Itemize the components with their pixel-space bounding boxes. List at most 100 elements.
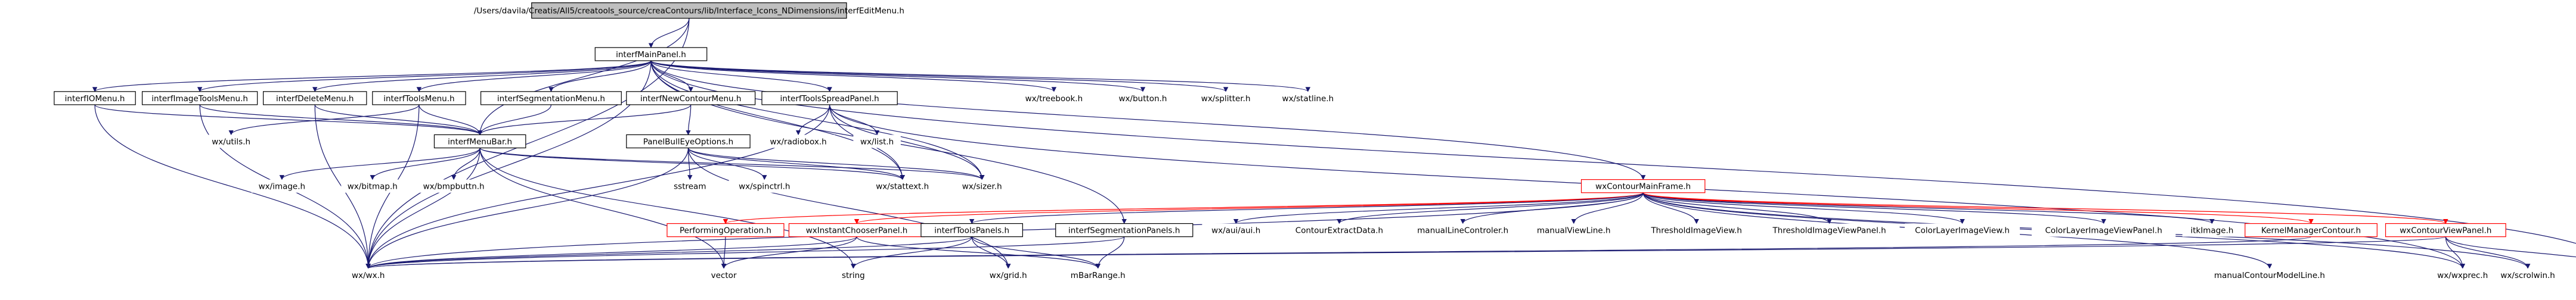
node-wxInstantChooserPanel[interactable]: wxInstantChooserPanel.h (788, 223, 925, 238)
edge-interfMainPanel-to-wxsizer (650, 60, 985, 180)
node-wxstatline: wx/statline.h (1274, 91, 1342, 105)
node-wxsizer: wx/sizer.h (951, 179, 1013, 193)
node-vector: vector (700, 268, 748, 282)
node-box (1640, 223, 1753, 237)
node-box (2199, 268, 2340, 282)
edge-interfMenuBar-to-wxstattext (479, 147, 905, 180)
edge-wxContourMainFrame-to-ColorLayerImageView (1642, 192, 1965, 224)
node-ThresholdImageView: ThresholdImageView.h (1640, 223, 1753, 237)
node-box (951, 179, 1013, 193)
node-wxutils: wx/utils.h (201, 135, 261, 148)
node-interfMainPanel[interactable]: interfMainPanel.h (594, 47, 708, 61)
node-label: KernelManagerContour.h (2261, 226, 2361, 236)
edge-interfToolsPanels-to-mBarRange (971, 236, 1101, 269)
node-box (2428, 268, 2497, 282)
edge-PanelBullEyeOptions-to-wxstattext (687, 148, 905, 180)
edge-wxContourMainFrame-to-wxauiaui (1233, 192, 1644, 224)
node-PanelBullEyeOptions[interactable]: PanelBullEyeOptions.h (626, 134, 751, 149)
edge-interfMenuBar-to-wximage (279, 148, 481, 180)
node-wxspinctrl: wx/spinctrl.h (729, 179, 800, 193)
edge-interfMainPanel-to-wxsplitter (650, 60, 1229, 92)
edge-interfToolsPanels-to-wxwx (365, 236, 972, 269)
node-box (667, 223, 785, 238)
node-label: wx/bmpbuttn.h (423, 182, 485, 192)
node-label: interfSegmentationPanels.h (1068, 226, 1180, 236)
node-box (1759, 223, 1900, 237)
node-wxwx: wx/wx.h (341, 268, 396, 282)
node-box (594, 47, 708, 61)
node-box (700, 268, 748, 282)
node-box (626, 134, 751, 149)
node-box (433, 134, 526, 149)
edge-interfMainPanel-to-wxbutton (650, 60, 1145, 92)
node-box (1055, 223, 1194, 238)
node-wxContourMainFrame[interactable]: wxContourMainFrame.h (1580, 179, 1706, 193)
node-wxContourViewPanel[interactable]: wxContourViewPanel.h (2385, 223, 2506, 238)
edge-wxContourMainFrame-to-itkImage (1642, 192, 2215, 224)
node-label: wx/utils.h (212, 137, 250, 146)
node-interfImageToolsMenu[interactable]: interfImageToolsMenu.h (141, 91, 258, 105)
node-label: ColorLayerImageView.h (1915, 226, 2010, 236)
node-box (341, 179, 404, 193)
edge-interfMainPanel-to-interfSegmentationMenu (548, 60, 652, 92)
node-manualLineControler: manualLineControler.h (1405, 223, 1521, 237)
node-box (829, 268, 878, 282)
node-box (480, 91, 622, 105)
edge-wxContourMainFrame-to-KernelManagerContour (1642, 192, 2314, 224)
node-manualContourModelLine: manualContourModelLine.h (2199, 268, 2340, 282)
node-box (54, 91, 136, 105)
node-ColorLayerImageViewPanel: ColorLayerImageViewPanel.h (2032, 223, 2176, 237)
node-label: manualViewLine.h (1537, 226, 1611, 236)
node-box (416, 179, 492, 193)
node-label: interfSegmentationMenu.h (497, 94, 605, 104)
node-box (729, 179, 800, 193)
node-interfToolsPanels[interactable]: interfToolsPanels.h (920, 223, 1023, 238)
node-label: ContourExtractData.h (1295, 226, 1383, 236)
node-root[interactable]: /Users/davila/Creatis/All5/creatools_sou… (474, 2, 904, 19)
node-label: interfToolsSpreadPanel.h (780, 94, 879, 104)
edge-wxContourMainFrame-to-wxInstantChooserPanel (854, 192, 1644, 224)
edge-interfNewContourMenu-to-PanelBullEyeOptions (686, 104, 692, 136)
node-box (1109, 91, 1177, 105)
node-box (2245, 223, 2377, 238)
node-wxlist: wx/list.h (853, 135, 901, 148)
node-box (251, 179, 312, 193)
node-box (866, 179, 939, 193)
edge-wxContourMainFrame-to-ColorLayerImageViewPanel (1642, 192, 2106, 224)
edge-interfMenuBar-to-wxbmpbuttn (451, 148, 481, 180)
node-box (2385, 223, 2506, 238)
edge-interfMainPanel-to-wxstatline (650, 60, 1310, 92)
node-interfNewContourMenu[interactable]: interfNewContourMenu.h (626, 91, 756, 105)
node-label: wx/bitmap.h (348, 182, 398, 192)
node-label: interfIOMenu.h (65, 94, 125, 104)
edge-interfMainPanel-to-vtkImageData (650, 60, 2576, 244)
node-interfToolsSpreadPanel[interactable]: interfToolsSpreadPanel.h (761, 91, 898, 105)
node-wxradiobox: wx/radiobox.h (762, 135, 835, 148)
node-label: itkImage.h (2190, 226, 2233, 236)
node-interfDeleteMenu[interactable]: interfDeleteMenu.h (263, 91, 367, 105)
node-box (531, 2, 847, 19)
node-interfToolsMenu[interactable]: interfToolsMenu.h (372, 91, 466, 105)
edge-interfToolsSpreadPanel-to-wxsizer (829, 104, 985, 180)
node-label: wx/wxprec.h (2437, 271, 2488, 280)
node-interfIOMenu[interactable]: interfIOMenu.h (54, 91, 136, 105)
node-sstream: sstream (666, 179, 714, 193)
node-box (2573, 268, 2576, 282)
node-interfSegmentationPanels[interactable]: interfSegmentationPanels.h (1055, 223, 1194, 238)
node-KernelManagerContour[interactable]: KernelManagerContour.h (2245, 223, 2377, 238)
node-interfSegmentationMenu[interactable]: interfSegmentationMenu.h (480, 91, 622, 105)
edge-interfNewContourMenu-to-interfMenuBar (478, 104, 692, 136)
node-wxscrolwin: wx/scrolwin.h (2492, 268, 2563, 282)
node-box (141, 91, 258, 105)
node-label: PanelBullEyeOptions.h (643, 137, 734, 146)
node-wxauiaui: wx/aui/aui.h (1202, 223, 1270, 237)
node-PerformingOperation[interactable]: PerformingOperation.h (667, 223, 785, 238)
edge-interfMenuBar-to-string (479, 148, 856, 269)
node-wxstattext: wx/stattext.h (866, 179, 939, 193)
node-label: wx/treebook.h (1025, 94, 1083, 104)
node-label: wx/image.h (259, 182, 305, 192)
node-interfMenuBar[interactable]: interfMenuBar.h (433, 134, 526, 149)
node-label: wx/stattext.h (876, 182, 929, 192)
node-string: string (829, 268, 878, 282)
node-label: ColorLayerImageViewPanel.h (2045, 226, 2162, 236)
